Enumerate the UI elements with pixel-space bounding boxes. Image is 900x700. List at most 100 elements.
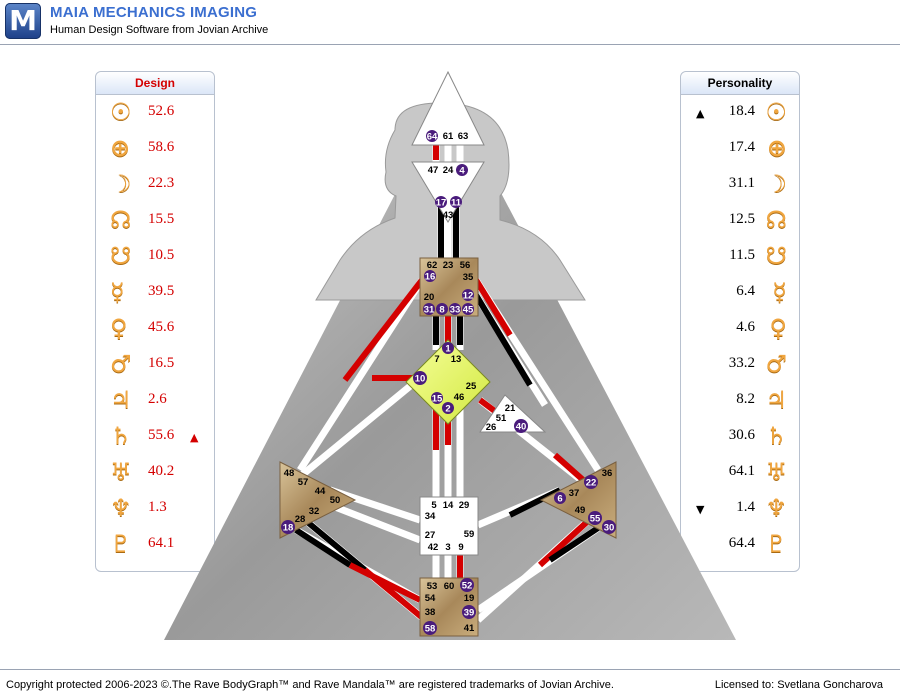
gate-50: 50 [330,495,341,506]
gate-10: 10 [415,374,426,385]
design-value: 2.6 [148,391,167,407]
personality-value: 17.4 [728,139,755,155]
gate-22-circle [584,475,598,489]
design-row-pluto: ♇64.1 [96,527,214,563]
gate-11-circle [450,196,462,208]
gate-20: 20 [424,292,435,303]
design-value: 55.6 [148,427,175,443]
venus-icon: ♀ [110,314,128,342]
gate-23: 23 [443,260,454,271]
gate-40: 40 [516,422,527,433]
app-logo: M [5,3,41,39]
uranus-icon: ♅ [765,458,787,486]
gate-4-circle [456,164,468,176]
gate-4: 4 [459,166,465,177]
personality-value: 30.6 [728,427,755,443]
app-title: MAIA MECHANICS IMAGING [50,4,258,21]
saturn-icon: ♄ [110,422,132,450]
gate-58-circle [423,621,437,635]
design-row-jupiter: ♃ 2.6 [96,383,214,419]
spleen-center [279,461,357,539]
up-arrow-icon: ▲ [190,431,199,444]
ego-center [479,394,547,433]
design-value: 15.5 [148,211,175,227]
gate-28: 28 [295,514,306,525]
root-center [419,577,479,637]
personality-row-neptune: ♆1.4▼ [681,491,799,527]
venus-icon: ♀ [769,314,787,342]
personality-value: 64.4 [728,535,755,551]
gate-33: 33 [450,305,461,316]
gate-43: 43 [443,210,454,221]
personality-row-south-node: ☋ 11.5 [681,239,799,275]
gate-39: 39 [464,608,475,619]
neptune-icon: ♆ [765,494,787,522]
gate-61: 61 [443,131,454,142]
gate-6-circle [554,492,566,504]
jupiter-icon: ♃ [110,386,132,414]
gate-48: 48 [284,468,295,479]
personality-row-moon: ☽ 31.1 [681,167,799,203]
gate-62: 62 [427,260,438,271]
gate-22: 22 [586,478,597,489]
gate-58: 58 [425,624,436,635]
gate-55-circle [588,511,602,525]
pluto-icon: ♇ [765,530,787,558]
earth-icon: ⊕ [110,134,131,162]
personality-value: 12.5 [728,211,755,227]
gate-55: 55 [590,514,601,525]
gate-29: 29 [459,500,470,511]
head-center [411,70,485,146]
design-value: 1.3 [148,499,167,515]
gate-56: 56 [460,260,471,271]
gate-24: 24 [443,165,454,176]
personality-value: 31.1 [728,175,755,191]
south-node-icon: ☋ [110,242,132,270]
personality-value: 11.5 [729,247,755,263]
solar-plexus-center [539,461,617,539]
gate-8-circle [436,303,448,315]
personality-value: 33.2 [728,355,755,371]
gate-46: 46 [454,392,465,403]
mercury-icon: ☿ [772,278,787,306]
south-node-icon: ☋ [765,242,787,270]
gate-18: 18 [283,523,294,534]
gate-38: 38 [425,607,436,618]
gate-12-circle [462,289,474,301]
app-subtitle: Human Design Software from Jovian Archiv… [50,24,269,36]
gate-64: 64 [427,132,438,143]
mars-icon: ♂ [110,350,132,378]
design-panel-title: Design [96,72,214,95]
design-row-north-node: ☊ 15.5 [96,203,214,239]
gate-39-circle [462,605,476,619]
personality-value: 8.2 [736,391,755,407]
gate-10-circle [413,371,427,385]
gate-52: 52 [462,581,473,592]
gate-1-circle [442,342,454,354]
personality-row-north-node: ☊12.5 [681,203,799,239]
personality-row-mars: ♂33.2 [681,347,799,383]
design-row-mercury: ☿39.5 [96,275,214,311]
throat-center [419,257,479,317]
gate-31: 31 [424,305,435,316]
personality-value: 1.4 [736,499,755,515]
gate-15-circle [431,392,443,404]
uranus-icon: ♅ [110,458,132,486]
gate-52-circle [460,578,474,592]
earth-icon: ⊕ [766,134,787,162]
gate-2-circle [442,402,454,414]
design-row-venus: ♀45.6 [96,311,214,347]
gate-17: 17 [436,198,447,209]
personality-value: 64.1 [728,463,755,479]
personality-row-earth: ⊕ 17.4 [681,131,799,167]
gate-31-circle [423,303,435,315]
design-row-mars: ♂16.5 [96,347,214,383]
gate-49: 49 [575,505,586,516]
moon-icon: ☽ [765,170,787,198]
gate-57: 57 [298,477,309,488]
design-value: 10.5 [148,247,175,263]
gate-5: 5 [431,500,437,511]
gate-8: 8 [439,305,444,316]
north-node-icon: ☊ [110,206,132,234]
gate-32: 32 [309,506,320,517]
